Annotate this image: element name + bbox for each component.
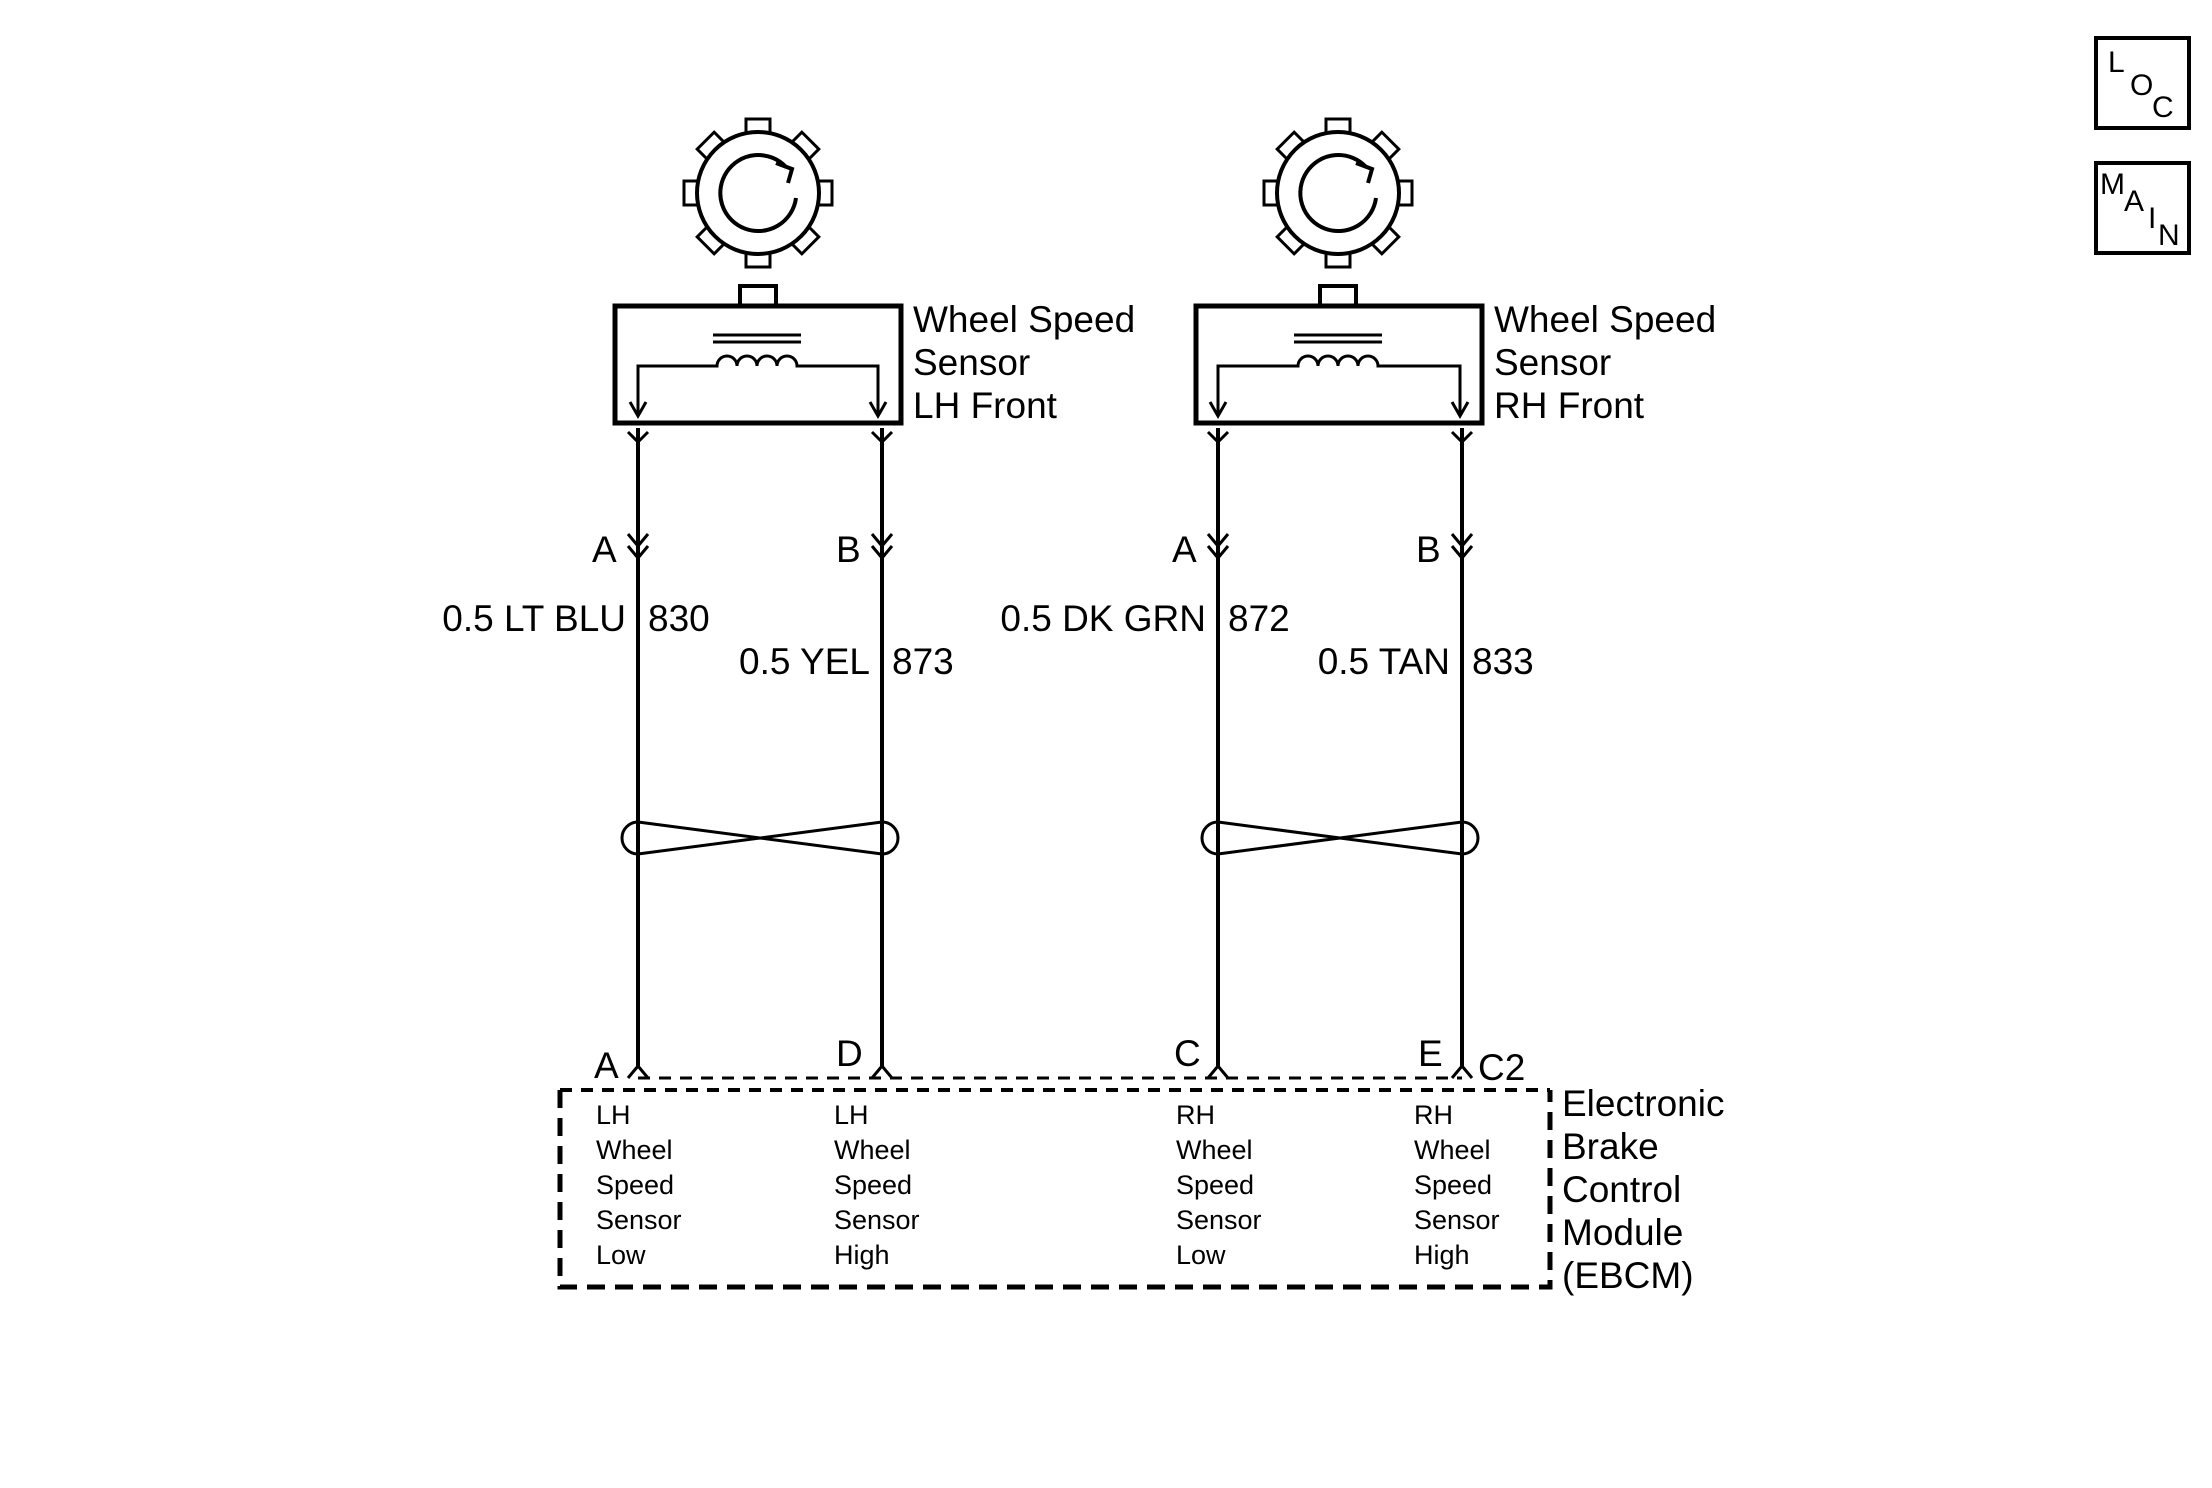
ebcm-pin-d-description: LH Wheel Speed Sensor High bbox=[834, 1100, 920, 1270]
svg-text:RH: RH bbox=[1414, 1100, 1453, 1130]
main-letter-i: I bbox=[2148, 202, 2156, 235]
svg-text:Sensor: Sensor bbox=[596, 1205, 682, 1235]
wire-873-color: 0.5 YEL bbox=[739, 641, 870, 682]
svg-text:Sensor: Sensor bbox=[1176, 1205, 1262, 1235]
lh-reluctor-wheel-icon bbox=[682, 117, 834, 269]
ebcm-pin-a-label: A bbox=[594, 1045, 619, 1086]
rh-sensor-label-line3: RH Front bbox=[1494, 385, 1645, 426]
wire-lines bbox=[636, 428, 1464, 1068]
rh-reluctor-wheel-icon bbox=[1262, 117, 1414, 269]
svg-text:Module: Module bbox=[1562, 1212, 1683, 1253]
rh-pin-a-label: A bbox=[1172, 529, 1197, 570]
svg-text:Low: Low bbox=[596, 1240, 646, 1270]
svg-text:High: High bbox=[834, 1240, 890, 1270]
wire-872-circuit: 872 bbox=[1228, 598, 1290, 639]
lh-sensor-body bbox=[612, 303, 904, 426]
svg-text:Sensor: Sensor bbox=[1414, 1205, 1500, 1235]
lh-twisted-pair-icon bbox=[620, 820, 900, 856]
wire-833-color: 0.5 TAN bbox=[1318, 641, 1450, 682]
ebcm-pin-e-label: E bbox=[1418, 1033, 1443, 1074]
ebcm-pin-e-description: RH Wheel Speed Sensor High bbox=[1414, 1100, 1500, 1270]
wire-833-circuit: 833 bbox=[1472, 641, 1534, 682]
loc-letter-o: O bbox=[2130, 69, 2153, 102]
svg-text:Speed: Speed bbox=[1414, 1170, 1492, 1200]
ebcm-terminals bbox=[626, 1063, 1474, 1079]
lh-coil-icon bbox=[628, 333, 888, 420]
svg-text:Wheel: Wheel bbox=[596, 1135, 673, 1165]
svg-text:Wheel: Wheel bbox=[1176, 1135, 1253, 1165]
inline-connector-terminals bbox=[626, 533, 1474, 561]
main-letter-a: A bbox=[2124, 185, 2144, 218]
svg-text:Control: Control bbox=[1562, 1169, 1681, 1210]
svg-text:High: High bbox=[1414, 1240, 1470, 1270]
ebcm-pin-a-description: LH Wheel Speed Sensor Low bbox=[596, 1100, 682, 1270]
main-button[interactable]: M A I N bbox=[2094, 161, 2191, 255]
svg-text:LH: LH bbox=[596, 1100, 631, 1130]
lh-pin-a-label: A bbox=[592, 529, 617, 570]
svg-text:LH: LH bbox=[834, 1100, 869, 1130]
ebcm-connector-c2-label: C2 bbox=[1478, 1047, 1525, 1088]
lh-sensor-label-line2: Sensor bbox=[913, 342, 1030, 383]
svg-text:Electronic: Electronic bbox=[1562, 1083, 1724, 1124]
lh-sensor-tip bbox=[738, 284, 778, 308]
loc-button[interactable]: L O C bbox=[2094, 36, 2191, 130]
ebcm-outline bbox=[557, 1090, 1553, 1290]
loc-letter-l: L bbox=[2108, 46, 2125, 79]
lh-sensor-label-line1: Wheel Speed bbox=[913, 299, 1135, 340]
loc-letter-c: C bbox=[2152, 91, 2174, 124]
svg-text:Speed: Speed bbox=[834, 1170, 912, 1200]
rh-sensor-body bbox=[1193, 303, 1485, 426]
svg-text:Low: Low bbox=[1176, 1240, 1226, 1270]
ebcm-pin-c-description: RH Wheel Speed Sensor Low bbox=[1176, 1100, 1262, 1270]
svg-text:Brake: Brake bbox=[1562, 1126, 1659, 1167]
ebcm-pin-c-label: C bbox=[1174, 1033, 1201, 1074]
wire-872-color: 0.5 DK GRN bbox=[1000, 598, 1206, 639]
wire-873-circuit: 873 bbox=[892, 641, 954, 682]
ebcm-pin-d-label: D bbox=[836, 1033, 863, 1074]
rh-sensor-label-line2: Sensor bbox=[1494, 342, 1611, 383]
svg-text:RH: RH bbox=[1176, 1100, 1215, 1130]
wire-830-color: 0.5 LT BLU bbox=[442, 598, 626, 639]
svg-text:Wheel: Wheel bbox=[1414, 1135, 1491, 1165]
wire-830-circuit: 830 bbox=[648, 598, 710, 639]
rh-pin-b-label: B bbox=[1416, 529, 1441, 570]
ebcm-label: Electronic Brake Control Module (EBCM) bbox=[1562, 1083, 1724, 1296]
sensor-pigtail-terminals bbox=[626, 430, 1474, 445]
svg-text:Speed: Speed bbox=[596, 1170, 674, 1200]
svg-text:(EBCM): (EBCM) bbox=[1562, 1255, 1694, 1296]
rh-sensor-label-line1: Wheel Speed bbox=[1494, 299, 1716, 340]
svg-text:Speed: Speed bbox=[1176, 1170, 1254, 1200]
main-letter-m: M bbox=[2100, 168, 2125, 201]
lh-sensor-label-line3: LH Front bbox=[913, 385, 1058, 426]
rh-sensor-tip bbox=[1318, 284, 1358, 308]
rh-twisted-pair-icon bbox=[1200, 820, 1480, 856]
main-letter-n: N bbox=[2158, 219, 2180, 252]
lh-pin-b-label: B bbox=[836, 529, 861, 570]
svg-text:Sensor: Sensor bbox=[834, 1205, 920, 1235]
rh-coil-icon bbox=[1208, 333, 1470, 420]
svg-text:Wheel: Wheel bbox=[834, 1135, 911, 1165]
